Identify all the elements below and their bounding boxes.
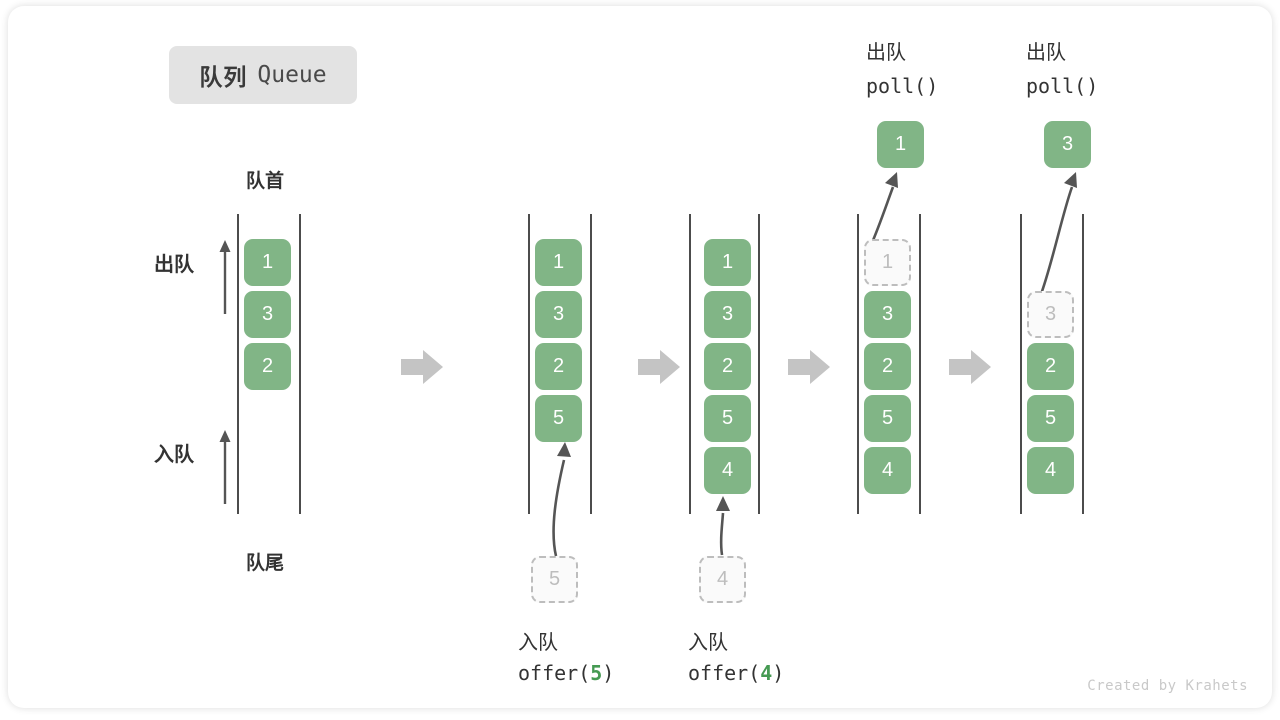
queue-element-new: 4 [704,447,751,494]
rail-right-col3 [758,214,760,514]
rail-right-col4 [919,214,921,514]
dequeue-side-label: 出队 [154,254,194,276]
poll3-label-call: poll() [1026,74,1099,98]
enqueue-motion-arrow [552,442,571,557]
queue-element: 5 [1027,395,1074,442]
offer5-label-cn: 入队 [518,632,558,654]
dequeue-direction-arrow [219,240,231,314]
popped-element: 3 [1044,121,1091,168]
rail-left-col2 [528,214,530,514]
rail-right-col1 [299,214,301,514]
offer5-label-call: offer(5) [518,661,614,685]
diagram-card: 队列 Queue 队首 队尾 出队 入队 1 3 2 1 3 2 5 5 入队 … [8,6,1272,708]
queue-element: 3 [535,291,582,338]
queue-element: 2 [864,343,911,390]
enqueue-direction-arrow [219,430,231,504]
queue-element: 2 [1027,343,1074,390]
queue-element: 4 [864,447,911,494]
queue-element: 3 [864,291,911,338]
dequeue-motion-arrow [1038,172,1077,298]
queue-element: 1 [535,239,582,286]
queue-element: 5 [704,395,751,442]
queue-element: 3 [704,291,751,338]
queue-element: 2 [244,343,291,390]
title-english: Queue [257,62,327,88]
queue-front-label: 队首 [246,171,285,192]
rail-left-col4 [857,214,859,514]
offer4-value: 4 [760,661,773,685]
queue-element: 1 [244,239,291,286]
credit-text: Created by Krahets [1087,678,1248,694]
step-arrow-icon [401,350,443,384]
offer5-prefix: offer( [518,661,591,685]
removed-element-ghost: 3 [1027,291,1074,338]
offer4-suffix: ) [772,661,785,685]
offer5-suffix: ) [602,661,615,685]
title-badge: 队列 Queue [169,46,357,104]
step-arrow-icon [638,350,680,384]
enqueue-motion-arrow [716,496,730,556]
offer4-label-call: offer(4) [688,661,784,685]
offer5-value: 5 [590,661,603,685]
rail-right-col2 [590,214,592,514]
step-arrow-icon [788,350,830,384]
poll1-label-call: poll() [866,74,939,98]
queue-element-new: 5 [535,395,582,442]
queue-element: 5 [864,395,911,442]
queue-rear-label: 队尾 [246,553,285,574]
title-chinese: 队列 [199,64,248,90]
queue-element: 4 [1027,447,1074,494]
incoming-element-ghost: 4 [699,556,746,603]
offer4-prefix: offer( [688,661,761,685]
queue-element: 1 [704,239,751,286]
rail-right-col5 [1082,214,1084,514]
dequeue-motion-arrow [869,172,898,246]
removed-element-ghost: 1 [864,239,911,286]
queue-element: 2 [704,343,751,390]
poll1-label-cn: 出队 [866,42,906,64]
poll3-label-cn: 出队 [1026,42,1066,64]
popped-element: 1 [877,121,924,168]
rail-left-col5 [1020,214,1022,514]
enqueue-side-label: 入队 [154,444,194,466]
incoming-element-ghost: 5 [531,556,578,603]
rail-left-col3 [689,214,691,514]
queue-element: 2 [535,343,582,390]
queue-element: 3 [244,291,291,338]
offer4-label-cn: 入队 [688,632,728,654]
rail-left-col1 [237,214,239,514]
step-arrow-icon [949,350,991,384]
